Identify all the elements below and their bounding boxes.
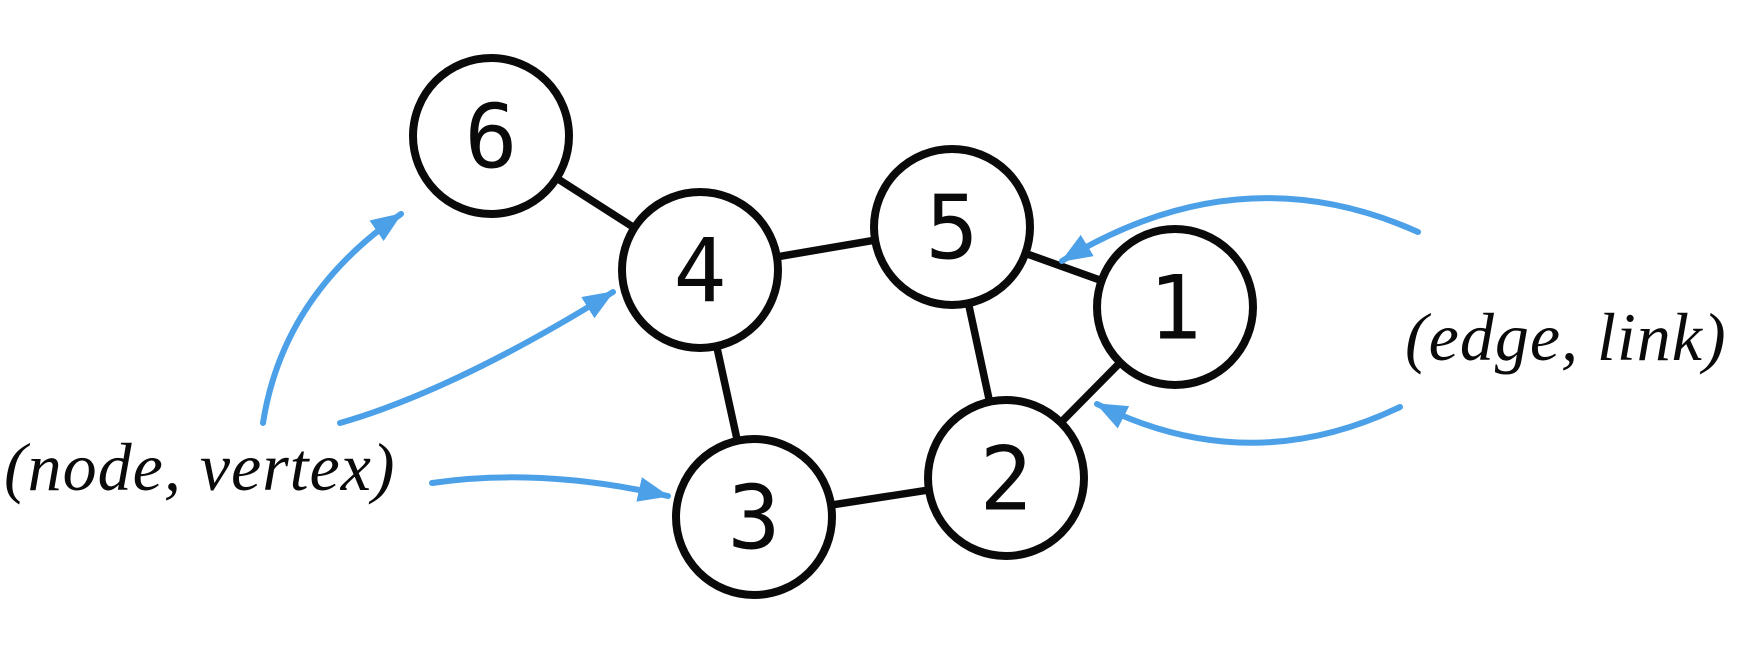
arrow-to-edge-5-1 [1059,195,1421,264]
graph-node-number-3: 3 [728,467,781,570]
graph-node-1: 1 [1093,225,1257,389]
graph-node-number-5: 5 [926,177,979,280]
graph-node-4: 4 [618,188,782,352]
graph-node-circle-1 [1093,225,1257,389]
graph-node-number-1: 1 [1149,257,1202,360]
graph-node-circle-6 [409,54,573,218]
graph-node-circle-5 [870,145,1034,309]
graph-node-3: 3 [672,435,836,599]
arrow-to-node-4 [337,289,616,426]
graph-node-number-2: 2 [980,428,1033,531]
graph-node-circle-3 [672,435,836,599]
graph-node-circle-2 [924,396,1088,560]
graph-node-2: 2 [924,396,1088,560]
graph-node-circle-4 [618,188,782,352]
arrow-to-edge-1-2 [1094,401,1403,446]
arrow-to-node-6 [260,211,404,426]
annotations-layer [260,195,1421,502]
arrow-to-node-3 [429,474,671,502]
graph-node-6: 6 [409,54,573,218]
edge-link-label: (edge, link) [1405,299,1727,375]
node-vertex-label: (node, vertex) [4,429,396,505]
graph-node-number-4: 4 [674,220,727,323]
graph-node-5: 5 [870,145,1034,309]
nodes-layer: 6 4 5 1 2 3 [409,54,1257,599]
graph-node-number-6: 6 [465,86,518,189]
labels-layer: (node, vertex) (edge, link) [4,299,1727,505]
